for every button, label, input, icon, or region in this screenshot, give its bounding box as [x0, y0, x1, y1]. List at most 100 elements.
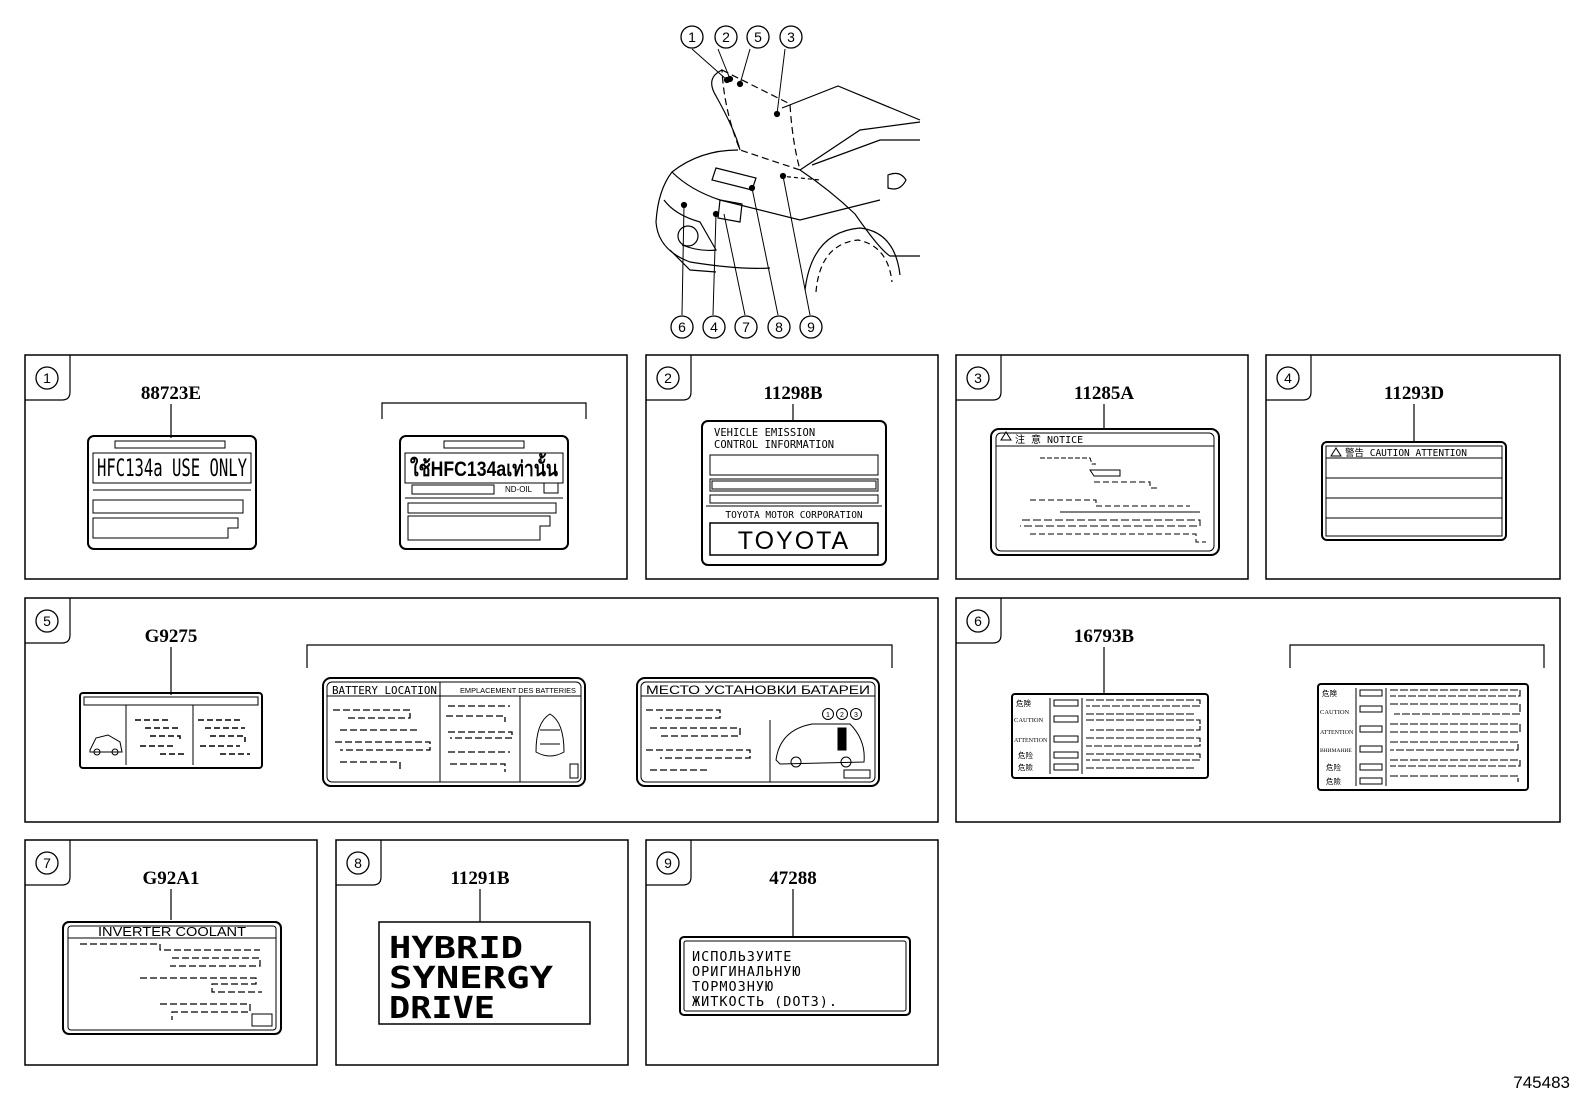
part-code-6: 16793B: [1074, 626, 1135, 647]
panel-7-frame: [24, 839, 318, 1066]
ru-line4: ЖИТКОСТЬ (DOT3).: [692, 994, 838, 1010]
svg-text:1: 1: [688, 29, 696, 45]
battery-location-text: BATTERY LOCATION: [332, 684, 437, 697]
svg-text:8: 8: [775, 319, 783, 335]
svg-text:9: 9: [664, 855, 672, 871]
label-caution-attention: [1321, 441, 1507, 541]
part-code-1: 88723E: [141, 383, 201, 404]
panel-num-6: 6: [966, 609, 990, 633]
figure-number: 745483: [1513, 1073, 1570, 1092]
ru-line1: ИСПОЛЬЗУИТЕ: [692, 949, 792, 965]
hybrid-line3: DRIVE: [389, 991, 495, 1026]
mesto-text: МЕСТО УСТАНОВКИ БАТАРЕИ: [646, 685, 870, 697]
emission-line2: CONTROL INFORMATION: [714, 439, 834, 451]
svg-text:4: 4: [1284, 370, 1292, 386]
warn-a-kiken1: 危险: [1018, 750, 1034, 760]
svg-text:7: 7: [43, 855, 51, 871]
warn-b-kiken2: 危險: [1326, 776, 1342, 786]
inverter-coolant-text: INVERTER COOLANT: [98, 925, 246, 939]
panel-4-frame: [1265, 354, 1561, 580]
label-16793b-b: [1317, 683, 1529, 791]
svg-text:3: 3: [787, 29, 795, 45]
part-code-3: 11285A: [1074, 383, 1134, 404]
svg-text:1: 1: [43, 370, 51, 386]
label-hybrid-synergy: [378, 921, 591, 1025]
callout-top-2: 2: [714, 25, 738, 49]
emplacement-text: EMPLACEMENT DES BATTERIES: [460, 686, 576, 695]
svg-text:6: 6: [974, 613, 982, 629]
part-code-5: G9275: [145, 626, 198, 647]
panel-num-2: 2: [656, 366, 680, 390]
callout-bottom-8: 8: [767, 315, 791, 339]
mini-callout-3: 3: [854, 712, 858, 719]
mini-callout-2: 2: [840, 712, 844, 719]
warn-b-caution: CAUTION: [1320, 709, 1350, 716]
part-code-7: G92A1: [143, 868, 200, 889]
notice-text: 注 意 NOTICE: [1015, 433, 1083, 446]
panel-8-frame: [335, 839, 629, 1066]
svg-text:9: 9: [807, 319, 815, 335]
mini-callout-1: 1: [826, 712, 830, 719]
callout-top-1: 1: [680, 25, 704, 49]
svg-text:4: 4: [710, 319, 718, 335]
panel-num-8: 8: [346, 851, 370, 875]
callout-bottom-7: 7: [734, 315, 758, 339]
warn-a-attention: ATTENTION: [1014, 738, 1048, 744]
hybrid-line2: SYNERGY: [389, 961, 553, 996]
svg-text:2: 2: [664, 370, 672, 386]
hybrid-line1: HYBRID: [389, 931, 523, 966]
part-code-9: 47288: [769, 868, 817, 889]
svg-text:2: 2: [722, 29, 730, 45]
label-g9275-small: [79, 692, 263, 769]
svg-text:6: 6: [678, 319, 686, 335]
callout-top-5: 5: [746, 25, 770, 49]
hfc-text: HFC134a USE ONLY: [97, 454, 247, 482]
toyota-motor-corp: TOYOTA MOTOR CORPORATION: [725, 510, 863, 521]
panel-5-frame: [24, 597, 939, 823]
part-code-8: 11291B: [450, 868, 509, 889]
ru-line3: ТОРМОЗНУЮ: [692, 979, 774, 995]
label-hfc134a-en: [87, 435, 257, 550]
svg-text:8: 8: [354, 855, 362, 871]
callout-bottom-4: 4: [702, 315, 726, 339]
label-vehicle-emission: [701, 420, 887, 566]
svg-text:5: 5: [43, 613, 51, 629]
warn-a-danger: 危険: [1016, 698, 1032, 708]
warn-b-vnimanie: ВНИМАНИЕ: [1320, 748, 1352, 754]
panel-3-frame: [955, 354, 1249, 580]
callout-bottom-6: 6: [670, 315, 694, 339]
emission-line1: VEHICLE EMISSION: [714, 427, 815, 439]
svg-text:5: 5: [754, 29, 762, 45]
panel-num-7: 7: [35, 851, 59, 875]
warn-a-kiken2: 危險: [1018, 762, 1034, 772]
label-inverter-coolant: [62, 921, 282, 1035]
panel-2-frame: [645, 354, 939, 580]
toyota-wordmark: TOYOTA: [738, 527, 850, 555]
svg-text:3: 3: [974, 370, 982, 386]
warn-b-kiken1: 危险: [1326, 762, 1342, 772]
warn-b-attention: ATTENTION: [1320, 730, 1354, 736]
ru-line2: ОРИГИНАЛЬНУЮ: [692, 964, 802, 980]
warn-b-danger: 危険: [1322, 688, 1338, 698]
part-code-4: 11293D: [1384, 383, 1444, 404]
car-illustration: [655, 48, 921, 316]
callout-top-3: 3: [779, 25, 803, 49]
panel-num-9: 9: [656, 851, 680, 875]
nd-oil-text: ND-OIL: [505, 485, 533, 494]
label-battery-location-ru: [636, 677, 880, 787]
label-16793b-a: [1011, 693, 1209, 779]
panel-1-frame: [24, 354, 628, 580]
hfc-thai-text: ใช้HFC134aเท่านั้น: [410, 453, 559, 481]
panel-num-3: 3: [966, 366, 990, 390]
panel-9-frame: [645, 839, 939, 1066]
panel-num-5: 5: [35, 609, 59, 633]
panel-num-4: 4: [1276, 366, 1300, 390]
panel-num-1: 1: [35, 366, 59, 390]
panel-6-frame: [955, 597, 1561, 823]
svg-text:7: 7: [742, 319, 750, 335]
label-battery-location: [322, 677, 586, 787]
part-code-2: 11298B: [763, 383, 822, 404]
callout-bottom-9: 9: [799, 315, 823, 339]
label-notice: [990, 428, 1220, 556]
